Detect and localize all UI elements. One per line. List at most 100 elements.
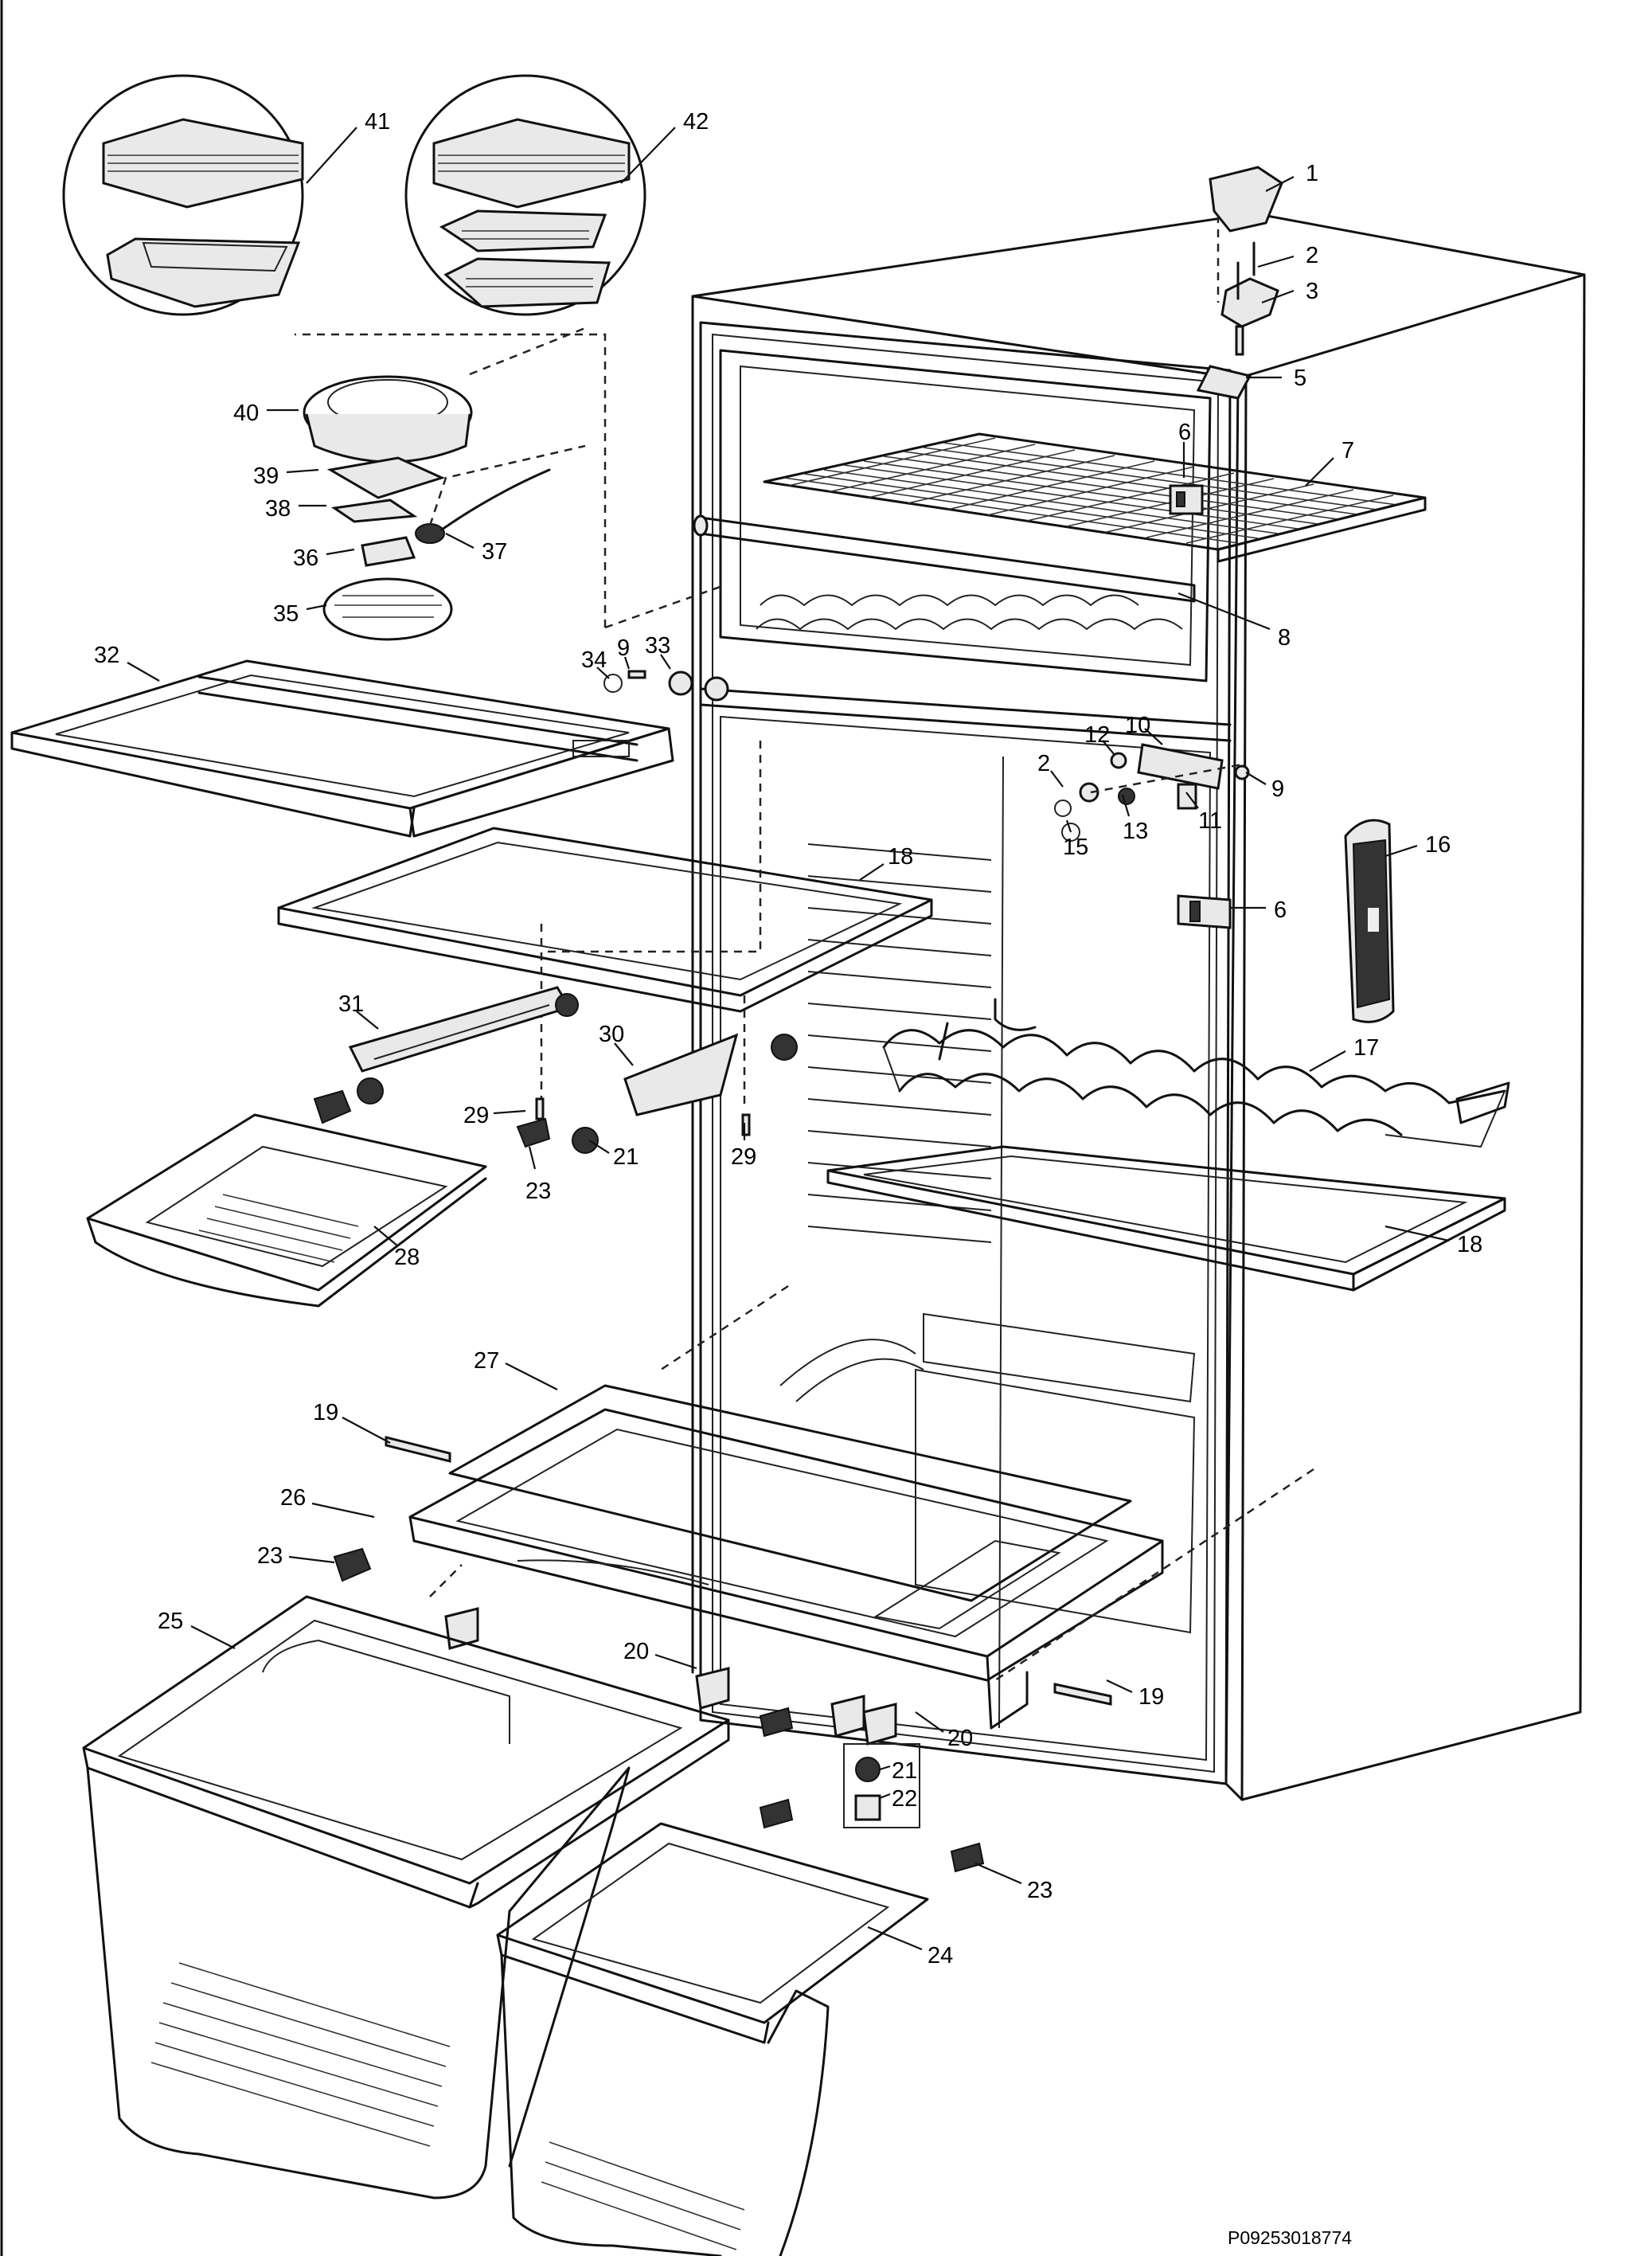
callout-p38: 38 (265, 496, 291, 522)
part-16-control-housing (1344, 819, 1395, 1023)
callout-p9a: 9 (617, 635, 630, 661)
callout-p23b: 23 (257, 1543, 283, 1569)
callout-p18a: 18 (888, 844, 913, 870)
leader-line-p41 (306, 127, 357, 184)
callout-p17: 17 (1353, 1035, 1379, 1061)
callout-p5: 5 (1294, 366, 1306, 391)
callout-p20a: 20 (623, 1639, 649, 1664)
callout-p2: 2 (1306, 243, 1318, 268)
callout-p30: 30 (599, 1022, 624, 1047)
leader-line-p22 (879, 1793, 891, 1800)
leader-line-p23c (974, 1862, 1022, 1885)
callout-p18b: 18 (1457, 1232, 1482, 1257)
part-18-glass-shelf-lower (826, 1145, 1506, 1292)
leader-line-p31 (356, 1011, 379, 1030)
callout-p8: 8 (1278, 625, 1291, 651)
detail-41-ice-tray-freezer-shelf (62, 74, 304, 316)
leader-line-p16 (1384, 844, 1418, 858)
callout-p16: 16 (1425, 832, 1451, 858)
callout-p41: 41 (365, 109, 390, 135)
leader-line-p9a (623, 656, 631, 670)
thermostat-assembly (1054, 743, 1250, 842)
callout-p1: 1 (1306, 161, 1318, 186)
part-6-light-switch-lower (1177, 894, 1232, 929)
leader-dash-7 (660, 1284, 789, 1371)
freezer-shelf-rail (693, 514, 1196, 603)
drawing-code: P09253018774 (1228, 2227, 1352, 2248)
parts-9-33-34-small (603, 670, 729, 702)
part-17-wine-rack (882, 998, 1510, 1148)
callout-p33: 33 (645, 633, 670, 659)
callout-p35: 35 (273, 601, 299, 627)
callout-p6b: 6 (1274, 897, 1287, 923)
part-26-crisper-cover-frame (408, 1408, 1164, 1730)
part-29-screws (535, 1097, 751, 1136)
leader-dash-4 (295, 333, 607, 628)
callout-p22: 22 (892, 1786, 917, 1812)
leader-line-p17 (1309, 1050, 1346, 1072)
part-23-clips (333, 1547, 985, 1873)
leader-dash-8 (429, 1564, 463, 1597)
callout-p36: 36 (293, 545, 318, 571)
top-hinge-assembly (1209, 166, 1283, 356)
refrigerator-cabinet (691, 212, 1586, 1801)
callout-p23a: 23 (525, 1179, 551, 1204)
callout-p37: 37 (482, 539, 507, 565)
part-32-freezer-tray-frame (10, 659, 674, 838)
leader-line-p28 (373, 1226, 399, 1247)
leader-line-p2 (1257, 255, 1295, 268)
leader-line-p25 (190, 1625, 236, 1649)
callout-p11: 11 (1198, 808, 1222, 834)
leader-line-p10 (1144, 728, 1163, 745)
leader-line-p1 (1265, 176, 1295, 192)
detail-42-ice-cube-tray (404, 74, 646, 316)
leader-line-p15 (1065, 819, 1072, 833)
part-20-brackets (444, 1607, 897, 1746)
leader-line-p11 (1185, 792, 1199, 809)
callout-p23c: 23 (1027, 1878, 1053, 1903)
leader-line-p19b (1106, 1679, 1133, 1693)
callout-p34: 34 (581, 647, 607, 673)
leader-line-p35 (306, 604, 327, 611)
leader-line-p21b (879, 1765, 891, 1771)
callout-p39: 39 (253, 463, 279, 489)
part-28-meat-drawer (86, 1113, 487, 1308)
leader-line-p30 (614, 1042, 634, 1066)
callout-p29a: 29 (463, 1103, 489, 1128)
callout-p20b: 20 (947, 1726, 973, 1751)
callout-p25: 25 (158, 1609, 183, 1634)
callout-p2b: 2 (1037, 751, 1050, 776)
callout-p21a: 21 (613, 1144, 639, 1170)
callout-p12: 12 (1084, 722, 1110, 748)
leader-line-p2b (1050, 770, 1064, 788)
callout-p26: 26 (280, 1485, 306, 1511)
leader-line-p18b (1384, 1225, 1450, 1242)
leader-line-p23b (288, 1555, 335, 1564)
leader-line-p32 (127, 662, 160, 682)
callout-p40: 40 (233, 401, 259, 426)
leader-line-p12 (1102, 740, 1115, 756)
leader-line-p33 (660, 654, 671, 670)
leader-line-p20b (915, 1711, 944, 1733)
leader-line-p26 (311, 1502, 375, 1519)
leader-line-p24 (867, 1926, 923, 1951)
leader-line-p42 (620, 127, 676, 184)
leader-line-p13 (1121, 794, 1131, 817)
leader-line-p27 (505, 1363, 558, 1390)
callout-p29b: 29 (731, 1144, 756, 1170)
leader-line-p8 (1177, 592, 1271, 631)
light-assembly (303, 325, 590, 641)
callout-p7: 7 (1342, 438, 1354, 463)
callout-p9b: 9 (1271, 776, 1284, 802)
leader-line-p21a (588, 1140, 610, 1154)
callout-p19a: 19 (313, 1400, 338, 1425)
leader-line-p19a (342, 1417, 391, 1444)
leader-line-p36 (326, 548, 355, 556)
callout-p31: 31 (338, 991, 364, 1017)
leader-line-p18a (859, 863, 885, 881)
part-30-slide-cover (572, 1033, 798, 1154)
callout-p6a: 6 (1178, 420, 1191, 445)
part-24-small-crisper-drawer (496, 1822, 929, 2256)
callout-p21b: 21 (892, 1758, 917, 1784)
